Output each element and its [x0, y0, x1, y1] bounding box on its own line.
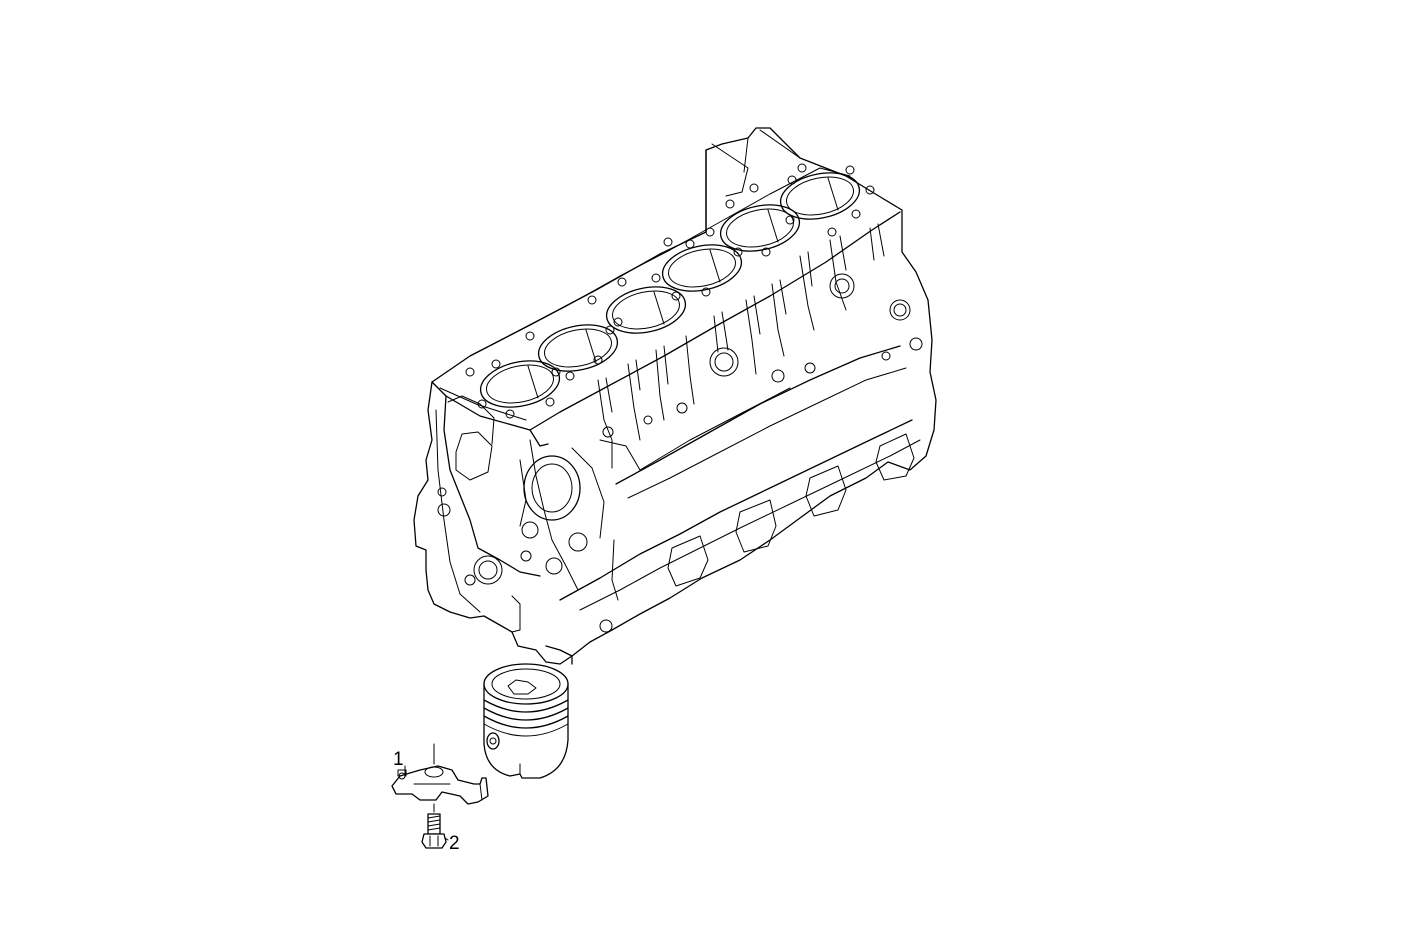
- head-bolt-holes: [465, 163, 875, 419]
- piston: [483, 663, 569, 779]
- cylinder-block: [413, 127, 937, 665]
- callout-1: 1: [393, 749, 404, 770]
- callout-2: 2: [449, 833, 460, 854]
- cylinder-bores: [479, 172, 861, 408]
- callout-2-leader: [444, 837, 449, 841]
- bolt: [421, 813, 447, 849]
- oil-jet-bracket: [391, 743, 489, 813]
